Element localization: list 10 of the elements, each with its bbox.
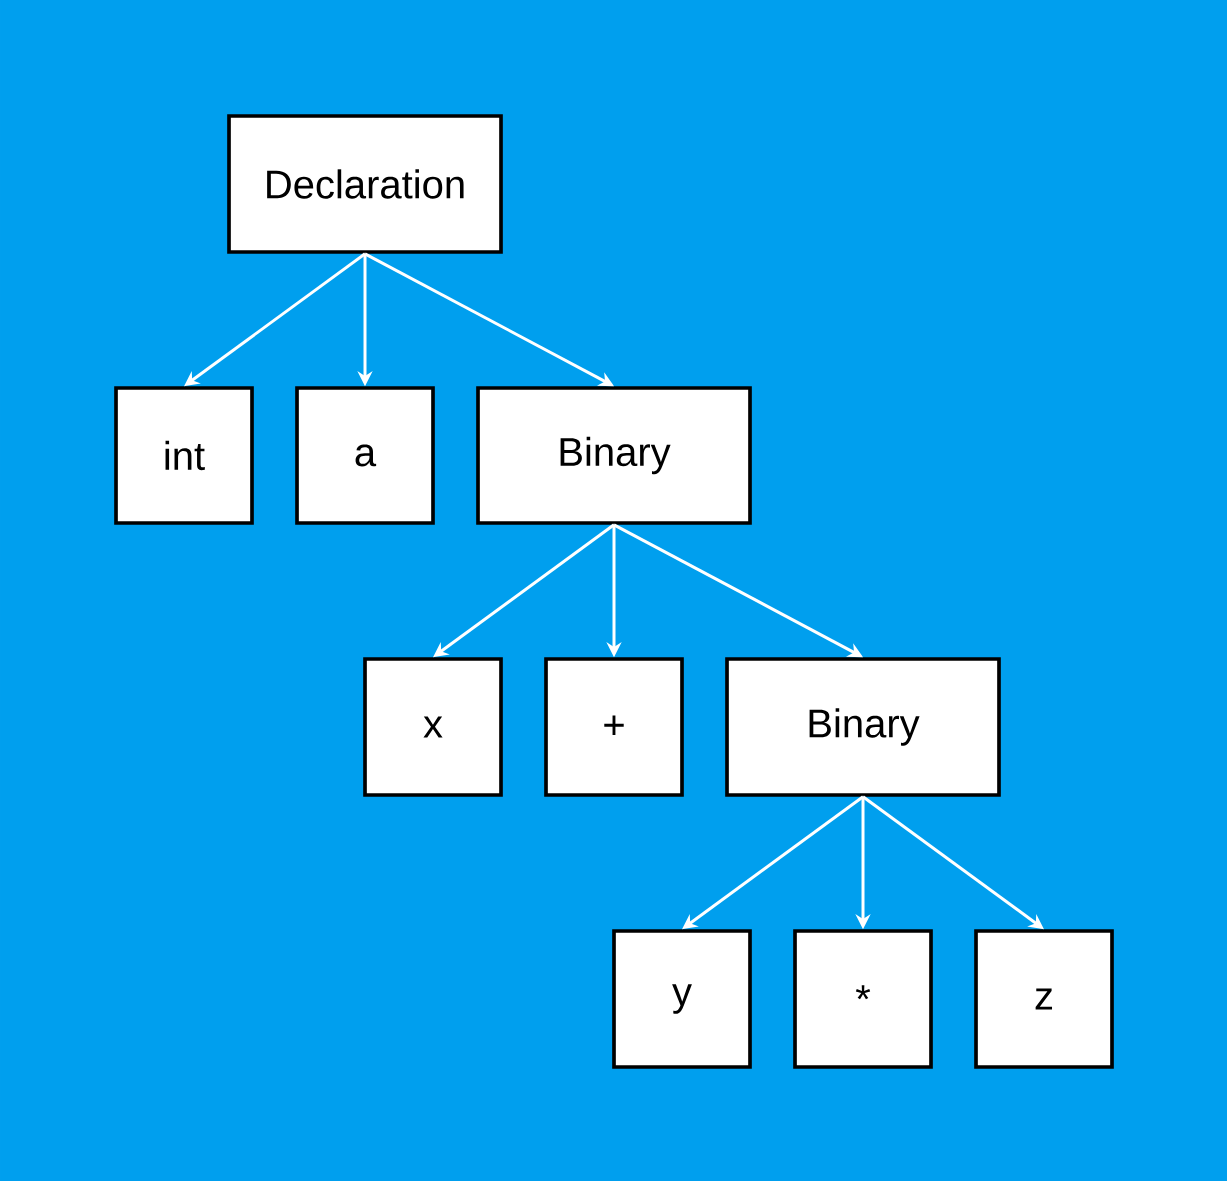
tree-node-box: int [114,386,254,525]
tree-node-box: Binary [476,386,752,525]
tree-node-box: z [974,929,1114,1069]
tree-node-box: * [793,929,933,1069]
tree-node-box: Declaration [227,114,503,254]
tree-node-box: Binary [725,657,1001,797]
tree-node-box: x [363,657,503,797]
tree-node-box: a [295,386,435,525]
tree-node-box: y [612,929,752,1069]
tree-node-box: + [544,657,684,797]
